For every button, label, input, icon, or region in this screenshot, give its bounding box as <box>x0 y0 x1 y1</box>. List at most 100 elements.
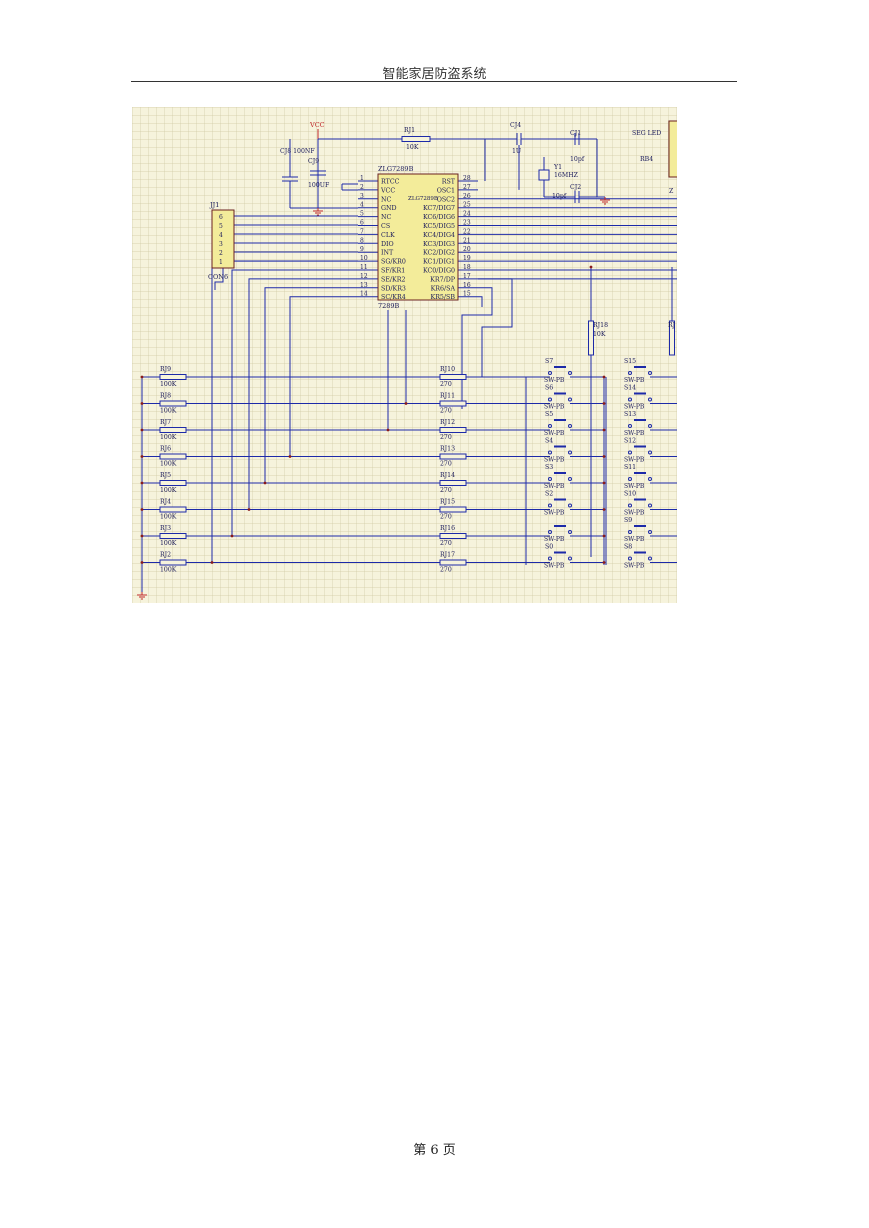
switch-left-button <box>554 525 566 527</box>
ic-pin-name: SC/KR4 <box>381 294 406 301</box>
key-scan-feed-wire <box>264 287 358 483</box>
cap-cj9-ref: CJ9 <box>308 158 319 165</box>
switch-right-contact <box>648 556 652 561</box>
switch-left-button <box>554 498 566 501</box>
switch-value-label: SW-PB <box>624 483 645 490</box>
junction-dot <box>140 455 144 458</box>
switch-ref-label: S11 <box>624 464 636 471</box>
switch-left-contact <box>568 397 572 402</box>
switch-left-contact <box>568 450 572 455</box>
resistor-value-label: 100K <box>160 461 177 468</box>
ic-pin-number: 4 <box>360 202 364 209</box>
resistor-rj18 <box>588 320 594 356</box>
switch-right-contact <box>628 530 632 534</box>
ic-pin-number: 17 <box>463 273 471 280</box>
resistor-value-label: 270 <box>440 540 452 547</box>
ic-pin-name: KC0/DIG0 <box>423 268 455 275</box>
resistor-value-label: 270 <box>440 461 452 468</box>
ic-pin-name: CS <box>381 223 390 230</box>
cap-cj4-value: 1U <box>512 148 521 155</box>
switch-ref-label: S0 <box>545 544 553 551</box>
switch-left-button <box>554 551 566 554</box>
resistor-rj11 <box>439 400 467 407</box>
resistor-rj15 <box>439 506 467 513</box>
resistor-rj18-ref: RJ18 <box>593 322 608 329</box>
cap-cj2-ref: CJ2 <box>570 184 581 191</box>
ic-pin-name: KR5/SB <box>430 294 455 301</box>
ic-pin-name: SG/KR0 <box>381 259 406 266</box>
junction-dot <box>404 402 408 405</box>
resistor-rj2 <box>159 559 187 566</box>
switch-left-button <box>554 419 566 421</box>
resistor-ref-label: RJ15 <box>440 499 455 506</box>
resistor-value-label: 270 <box>440 381 452 388</box>
resistor-rb4-ref: RB4 <box>640 156 653 163</box>
resistor-ref-label: RJ4 <box>160 499 171 506</box>
ic-pin-number: 21 <box>463 237 471 244</box>
page-number: 第 6 页 <box>413 1143 456 1158</box>
switch-value-label: SW-PB <box>624 457 645 464</box>
ic-pin-name: KC2/DIG2 <box>423 250 455 257</box>
switch-right-button <box>634 551 646 554</box>
ic-pin-number: 23 <box>463 220 471 227</box>
switch-right-contact <box>648 503 652 508</box>
resistor-value-label: 100K <box>160 540 177 547</box>
switch-left-contact <box>548 477 552 481</box>
ic-value-label: 7289B <box>378 302 400 310</box>
switch-left-button <box>554 472 566 474</box>
resistor-rj1-value: 10K <box>406 144 419 151</box>
resistor-ref-label: RJ9 <box>160 366 171 373</box>
ic-pin-number: 27 <box>463 184 471 191</box>
resistor-value-label: 100K <box>160 567 177 574</box>
junction-dot <box>602 455 606 458</box>
resistor-rj6 <box>159 453 187 460</box>
switch-value-label: SW-PB <box>544 536 565 543</box>
switch-ref-label: S8 <box>624 544 632 551</box>
switch-ref-label: S9 <box>624 517 632 524</box>
ic-pin-number: 3 <box>360 193 364 200</box>
ic-pin-number: 26 <box>463 193 471 200</box>
seg-partial-label: Z <box>669 188 674 195</box>
switch-value-label: SW-PB <box>624 563 645 570</box>
junction-dot <box>602 534 606 538</box>
cap-cj2-value: 10pf <box>552 193 567 200</box>
key-scan-feed-wire <box>289 296 358 457</box>
ic-pin-name: GND <box>381 205 397 212</box>
key-scan-feed-wire <box>231 269 358 536</box>
ic-pin-name: NC <box>381 196 392 203</box>
switch-right-contact <box>648 424 652 428</box>
switch-value-label: SW-PB <box>544 377 565 384</box>
resistor-rj7 <box>159 427 187 433</box>
resistor-ref-label: RJ14 <box>440 472 455 479</box>
switch-right-contact <box>648 371 652 375</box>
resistor-rj16 <box>439 533 467 539</box>
switch-ref-label: S15 <box>624 358 636 365</box>
switch-value-label: SW-PB <box>624 430 645 437</box>
ic-pin-number: 25 <box>463 202 471 209</box>
junction-dot <box>589 265 593 269</box>
ic-pin-name: DIO <box>381 241 394 248</box>
resistor-ref-label: RJ2 <box>160 552 171 559</box>
resistor-ref-label: RJ10 <box>440 366 455 373</box>
resistor-ref-label: RJ11 <box>440 393 455 400</box>
ic-pin-name: KC1/DIG1 <box>423 259 455 266</box>
switch-right-contact <box>648 477 652 481</box>
header-rule <box>131 81 737 82</box>
resistor-ref-label: RJ3 <box>160 525 171 532</box>
switch-left-contact <box>548 503 552 508</box>
ic-pin-number: 9 <box>360 246 364 253</box>
resistor-rj18-value: 10K <box>593 331 606 338</box>
switch-right-button <box>634 472 646 474</box>
resistor-ref-label: RJ17 <box>440 552 455 559</box>
seg-led-body <box>668 120 677 178</box>
resistor-rj10 <box>439 374 467 380</box>
switch-value-label: SW-PB <box>544 457 565 464</box>
resistor-value-label: 270 <box>440 487 452 494</box>
switch-right-contact <box>628 503 632 508</box>
switch-left-contact <box>568 371 572 375</box>
resistor-rj-partial-ref: RJ <box>668 322 676 329</box>
kr6-wire <box>461 287 493 409</box>
ic-pin-name: KC4/DIG4 <box>423 232 455 239</box>
switch-value-label: SW-PB <box>544 510 565 517</box>
